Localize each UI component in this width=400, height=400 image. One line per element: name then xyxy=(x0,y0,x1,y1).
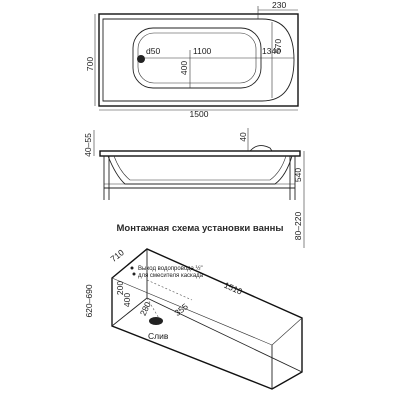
top-view-outer-rim xyxy=(98,13,299,107)
dim-700: 700 xyxy=(85,57,95,71)
side-view-tub-inner xyxy=(113,155,287,181)
side-view-rim xyxy=(99,150,301,157)
dim-1510: 1510 xyxy=(223,280,245,297)
water-outlet-point-1-icon xyxy=(130,266,134,270)
niche-front-top-edge xyxy=(111,277,273,346)
dim-1500: 1500 xyxy=(190,109,209,119)
guide-dash-2 xyxy=(146,279,193,301)
top-view-inner-rim xyxy=(102,18,295,102)
dim-1340: 1340 xyxy=(262,46,281,56)
water-outlet-point-2-icon xyxy=(132,272,136,276)
niche-right-top-edge xyxy=(271,317,303,346)
drain-hole-icon xyxy=(137,55,145,63)
dim-40-55: 40–55 xyxy=(83,133,93,157)
guide-dash-1 xyxy=(146,297,161,321)
installation-view: 710 200 Выход водопровода ½" для смесите… xyxy=(84,247,303,390)
dim-80-220: 80–220 xyxy=(293,212,303,241)
dim-400-install: 400 xyxy=(122,293,132,307)
water-outlet-note-line1: Выход водопровода ½" xyxy=(138,265,203,272)
dim-230: 230 xyxy=(272,0,286,10)
dim-1100: 1100 xyxy=(193,46,212,56)
side-view-headrest xyxy=(249,145,273,152)
dim-355: 355 xyxy=(172,301,190,318)
drain-label: Слив xyxy=(148,331,169,341)
dim-620-690: 620–690 xyxy=(84,284,94,317)
dim-570: 570 xyxy=(273,39,283,53)
dim-200: 200 xyxy=(115,281,125,295)
dim-710: 710 xyxy=(108,247,126,264)
dim-d50: d50 xyxy=(146,46,160,56)
dim-540: 540 xyxy=(293,168,303,182)
dim-400-top: 400 xyxy=(179,61,189,75)
drawing-caption: Монтажная схема установки ванны xyxy=(117,223,284,234)
top-view: 230 700 d50 1100 1340 570 400 1500 xyxy=(85,0,299,119)
drain-outlet-icon xyxy=(149,317,163,325)
dim-40: 40 xyxy=(238,132,248,142)
side-view: 40–55 40 540 80–220 xyxy=(83,128,305,248)
water-outlet-note-line2: для смесителя каскада xyxy=(138,273,204,279)
dim-280: 280 xyxy=(138,300,153,317)
